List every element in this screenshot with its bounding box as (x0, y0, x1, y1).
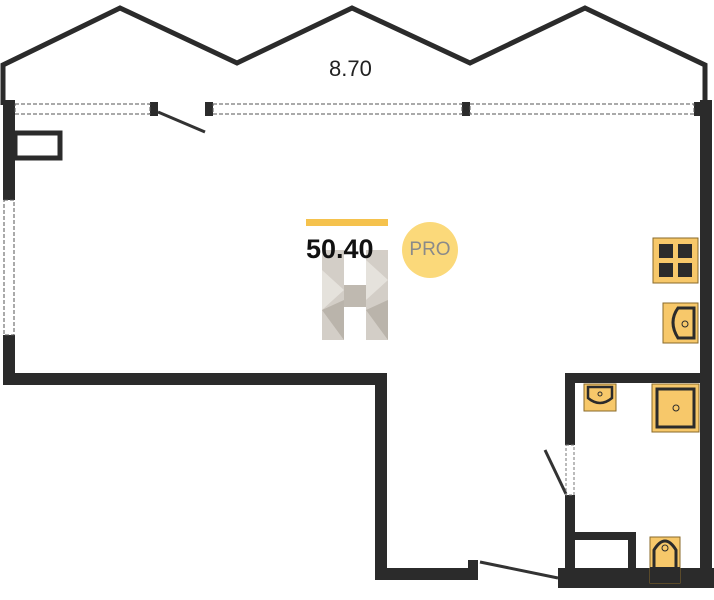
stove-icon (652, 237, 699, 284)
shower-icon (651, 383, 700, 433)
area-label: 50.40 (306, 234, 374, 264)
watermark-logo (322, 250, 388, 340)
roof-outline (0, 5, 708, 105)
area-accent-bar (306, 219, 388, 226)
toilet-icon (649, 536, 681, 584)
windows (3, 103, 695, 336)
pro-badge: PRO (402, 222, 458, 278)
kitchen-sink-icon (662, 302, 699, 344)
walls (3, 100, 714, 588)
bathroom-door (543, 449, 568, 495)
pro-badge-text: PRO (409, 239, 451, 260)
width-dimension: 8.70 (329, 56, 372, 81)
entrance-door (479, 560, 559, 580)
balcony-door (157, 110, 206, 134)
wardrobe (12, 130, 63, 161)
bathroom-sink-icon (583, 383, 617, 412)
